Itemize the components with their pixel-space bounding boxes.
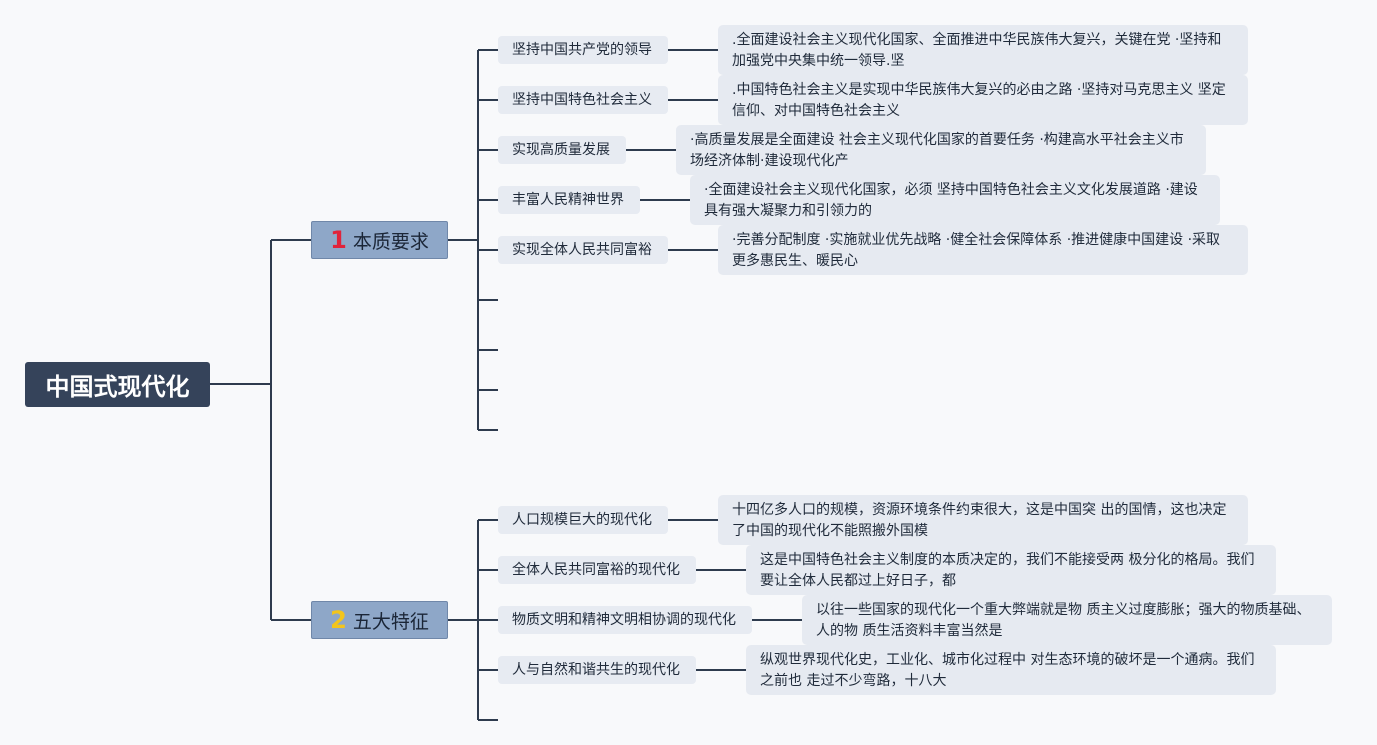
detail-node[interactable]: .中国特色社会主义是实现中华民族伟大复兴的必由之路 ·坚持对马克思主义 坚定信仰…: [718, 75, 1248, 125]
branch-essential-requirements[interactable]: 1 本质要求: [311, 221, 448, 259]
detail-node[interactable]: .全面建设社会主义现代化国家、全面推进中华民族伟大复兴，关键在党 ·坚持和加强党…: [718, 25, 1248, 75]
topic-node[interactable]: 物质文明和精神文明相协调的现代化: [498, 606, 752, 634]
topic-node[interactable]: 实现高质量发展: [498, 136, 626, 164]
topic-node[interactable]: 人与自然和谐共生的现代化: [498, 656, 696, 684]
topic-node[interactable]: 坚持中国共产党的领导: [498, 36, 668, 64]
detail-node[interactable]: 纵观世界现代化史，工业化、城市化过程中 对生态环境的破坏是一个通病。我们之前也 …: [746, 645, 1276, 695]
detail-node[interactable]: ·高质量发展是全面建设 社会主义现代化国家的首要任务 ·构建高水平社会主义市场经…: [676, 125, 1206, 175]
detail-node[interactable]: 这是中国特色社会主义制度的本质决定的，我们不能接受两 极分化的格局。我们要让全体…: [746, 545, 1276, 595]
branch-number: 2: [330, 606, 347, 634]
detail-node[interactable]: 十四亿多人口的规模，资源环境条件约束很大，这是中国突 出的国情，这也决定了中国的…: [718, 495, 1248, 545]
branch-five-features[interactable]: 2 五大特征: [311, 601, 448, 639]
topic-node[interactable]: 全体人民共同富裕的现代化: [498, 556, 696, 584]
central-topic[interactable]: 中国式现代化: [25, 362, 210, 407]
branch-label: 本质要求: [352, 230, 429, 253]
detail-node[interactable]: ·全面建设社会主义现代化国家，必须 坚持中国特色社会主义文化发展道路 ·建设具有…: [690, 175, 1220, 225]
topic-node[interactable]: 实现全体人民共同富裕: [498, 236, 668, 264]
branch-number: 1: [330, 226, 347, 254]
branch-label: 五大特征: [352, 610, 429, 633]
topic-node[interactable]: 人口规模巨大的现代化: [498, 506, 668, 534]
detail-node[interactable]: 以往一些国家的现代化一个重大弊端就是物 质主义过度膨胀；强大的物质基础、人的物 …: [802, 595, 1332, 645]
detail-node[interactable]: ·完善分配制度 ·实施就业优先战略 ·健全社会保障体系 ·推进健康中国建设 ·采…: [718, 225, 1248, 275]
topic-node[interactable]: 坚持中国特色社会主义: [498, 86, 668, 114]
topic-node[interactable]: 丰富人民精神世界: [498, 186, 640, 214]
